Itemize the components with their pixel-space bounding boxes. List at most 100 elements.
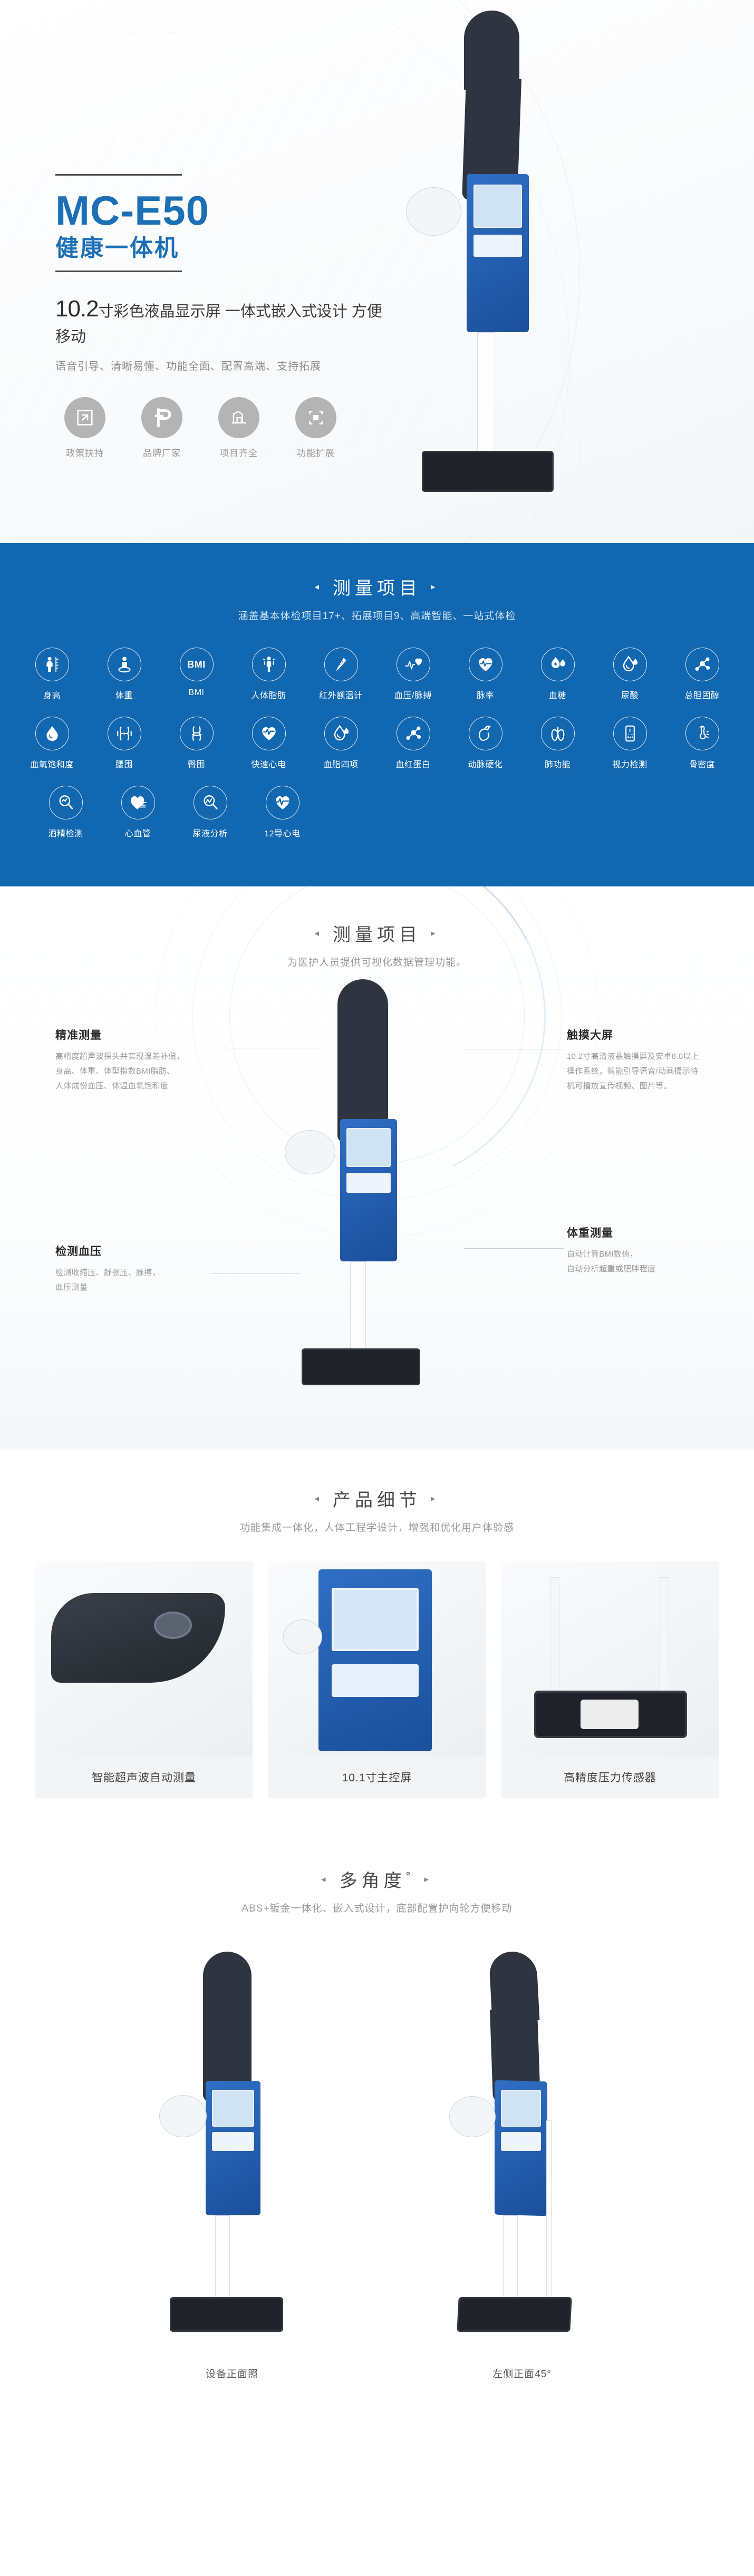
callout-title: 体重测量: [567, 1227, 613, 1239]
product-model-subtitle: 健康一体机: [55, 235, 179, 261]
bmi-text-icon: BMI: [179, 648, 214, 681]
angle-item[interactable]: 设备正面照: [132, 1946, 332, 2380]
measurement-item-label: 血氧饱和度: [30, 760, 74, 769]
lung-icon: [540, 717, 575, 750]
hero-badge: 品牌厂家: [132, 397, 191, 459]
detail-card[interactable]: 10.1寸主控屏: [268, 1561, 486, 1798]
measurement-item[interactable]: 红外额温计: [305, 648, 377, 701]
screen-size-value: 10.2: [55, 296, 99, 322]
measurement-item-label: 12导心电: [264, 829, 301, 838]
angle-title-row: ◂ 多角度° ▸: [321, 1866, 433, 1892]
measurement-item-label: 视力检测: [612, 760, 647, 769]
detail-card[interactable]: 高精度压力传感器: [501, 1561, 719, 1798]
product-detail-page: MC-E50 健康一体机 10.2寸彩色液晶显示屏 一体式嵌入式设计 方便移动 …: [0, 0, 754, 2412]
measurement-item[interactable]: 动脉硬化: [449, 717, 521, 770]
measurement-item[interactable]: 血糖: [521, 648, 594, 701]
measurement-item[interactable]: 臀围: [160, 717, 233, 770]
waist-icon: [107, 717, 141, 750]
blood-pressure-icon: [396, 648, 430, 681]
device-front-photo: [132, 1946, 332, 2352]
hemoglobin-icon: [396, 717, 430, 750]
measurement-item[interactable]: 总胆固醇: [666, 648, 738, 701]
detail-card[interactable]: 智能超声波自动测量: [35, 1561, 253, 1798]
measurement-items-section: ◂ 测量项目 ▸ 涵盖基本体检项目17+、拓展项目9、高端智能、一站式体检 身高: [0, 543, 754, 886]
measurement-item-label: 尿液分析: [192, 829, 228, 838]
measurement-item[interactable]: 身高: [16, 648, 88, 701]
product-model: MC-E50: [55, 187, 210, 234]
hero-badge-label: 项目齐全: [220, 448, 258, 459]
measurement-item[interactable]: 心血管: [102, 786, 174, 839]
detail-card-caption: 高精度压力传感器: [501, 1757, 719, 1798]
callout-title: 检测血压: [55, 1246, 102, 1258]
ecg-12-lead-icon: [265, 786, 299, 819]
measurement-item[interactable]: BMI BMI: [160, 648, 233, 701]
measurement-icon-grid: 身高 体重 BMI BMI: [0, 648, 754, 839]
hero-badge-list: 政策扶持 品牌厂家 项目齐全: [55, 397, 393, 459]
measurement-item[interactable]: 尿液分析: [174, 786, 246, 839]
measurement-item[interactable]: 脉率: [449, 648, 521, 701]
ultrasonic-probe-photo: [35, 1561, 253, 1757]
measurement-item-label: 血糖: [548, 691, 566, 700]
detail-desc: 功能集成一体化，人体工程学设计，增强和优化用户体验感: [239, 1522, 514, 1533]
measurement-item[interactable]: 12导心电: [246, 786, 318, 839]
callout-blood-pressure: 检测血压 检测收缩压、舒张压、脉搏， 血压测量: [55, 1243, 229, 1295]
measurement-item[interactable]: 体重: [88, 648, 160, 701]
measurement-item[interactable]: 腰围: [88, 717, 160, 770]
measurement-item[interactable]: 血脂四项: [305, 717, 377, 770]
detail-title-row: ◂ 产品细节 ▸: [314, 1485, 439, 1511]
measurement-item-label: 总胆固醇: [684, 691, 720, 700]
urine-analysis-icon: [193, 786, 227, 819]
left-triangle-icon: ◂: [321, 1874, 330, 1884]
measurement-item-label: 快速心电: [251, 760, 286, 769]
angle-caption: 左侧正面45°: [492, 2369, 552, 2380]
measurement-item-label: 尿酸: [621, 691, 639, 700]
angle-caption: 设备正面照: [205, 2369, 258, 2380]
thermometer-icon: [324, 648, 358, 681]
measurement-item[interactable]: 血氧饱和度: [16, 717, 88, 770]
hero-badge-label: 政策扶持: [66, 448, 104, 459]
brand-factory-icon: [141, 397, 182, 439]
measurement-item[interactable]: 血红蛋白: [377, 717, 449, 770]
right-triangle-icon: ▸: [431, 581, 440, 592]
callout-leader-line: [464, 1248, 564, 1249]
quick-ecg-icon: [252, 717, 286, 750]
arteriosclerosis-icon: [468, 717, 502, 750]
measurement-desc: 涵盖基本体检项目17+、拓展项目9、高端智能、一站式体检: [238, 611, 516, 622]
measurement-item-label: 血压/脉搏: [394, 691, 432, 700]
divider-bottom: [55, 271, 182, 273]
svg-text:3: 3: [627, 733, 629, 736]
detail-card-caption: 智能超声波自动测量: [35, 1757, 253, 1798]
detail-card-caption: 10.1寸主控屏: [268, 1757, 486, 1798]
measurement-item[interactable]: 快速心电: [233, 717, 305, 770]
measurement-item[interactable]: 尿酸: [594, 648, 666, 701]
hero-badge: 功能扩展: [286, 397, 345, 459]
measurement-item[interactable]: 人体脂肪: [233, 648, 305, 701]
callout-body: 10.2寸高清液晶触摸屏及安卓8.0以上 操作系统，智能引导语音/动画提示待 机…: [567, 1052, 700, 1091]
full-items-icon: [218, 397, 259, 439]
blood-lipid-icon: [324, 717, 358, 750]
multi-angle-section: ◂ 多角度° ▸ ABS+钣金一体化、嵌入式设计，底部配置护向轮方便移动 设备: [0, 1835, 754, 2412]
measurement-item[interactable]: 骨密度: [666, 717, 738, 770]
measurement-item-label: 骨密度: [689, 760, 716, 769]
degree-symbol: °: [405, 1869, 415, 1883]
body-fat-icon: [252, 648, 286, 681]
blood-glucose-icon: [540, 648, 575, 681]
measurement-item-label: 心血管: [124, 829, 151, 838]
angle-image-list: 设备正面照 左侧正面45°: [0, 1946, 754, 2380]
measurement-item-label: 酒精检测: [48, 829, 83, 838]
detail-header: ◂ 产品细节 ▸ 功能集成一体化，人体工程学设计，增强和优化用户体验感: [0, 1485, 754, 1534]
measurement-item[interactable]: 酒精检测: [30, 786, 102, 839]
svg-text:E: E: [629, 729, 631, 732]
measurement-title-row: ◂ 测量项目 ▸: [314, 574, 439, 600]
hero-badge: 政策扶持: [55, 397, 114, 459]
cardiovascular-icon: [121, 786, 155, 819]
expand-function-icon: [295, 397, 336, 439]
measurement-item[interactable]: 血压/脉搏: [377, 648, 449, 701]
measurement-item-label: 腰围: [115, 760, 133, 769]
right-triangle-icon: ▸: [424, 1874, 433, 1884]
measurement-item[interactable]: 肺功能: [521, 717, 594, 770]
angle-item[interactable]: 左侧正面45°: [422, 1946, 622, 2380]
hero-tagline: 10.2寸彩色液晶显示屏 一体式嵌入式设计 方便移动: [55, 292, 393, 348]
left-triangle-icon: ◂: [314, 1493, 323, 1503]
